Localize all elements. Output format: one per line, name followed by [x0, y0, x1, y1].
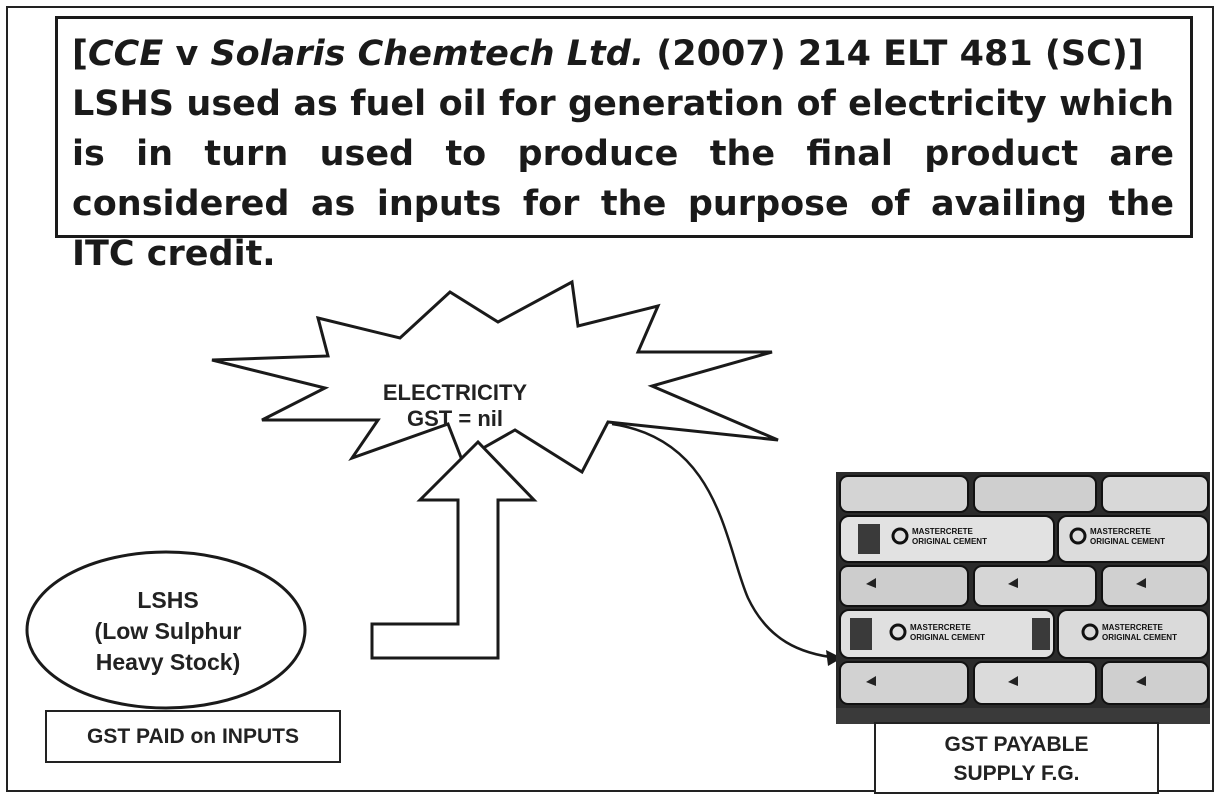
- supply-fg-label: SUPPLY F.G.: [876, 759, 1157, 788]
- lshs-subtitle-2: Heavy Stock): [58, 647, 278, 678]
- bag-brand-text-8: ORIGINAL CEMENT: [1102, 633, 1177, 642]
- bag-brand-text-1: MASTERCRETE: [912, 527, 974, 536]
- bag-brand-text-7: MASTERCRETE: [1102, 623, 1164, 632]
- gst-payable-label: GST PAYABLE: [876, 730, 1157, 759]
- lshs-label: LSHS (Low Sulphur Heavy Stock): [58, 585, 278, 678]
- electricity-starburst: [212, 282, 778, 472]
- bag-brand-text-5: MASTERCRETE: [910, 623, 972, 632]
- electricity-to-goods-arrow: [612, 424, 838, 658]
- gst-paid-on-inputs-box: GST PAID on INPUTS: [45, 710, 341, 763]
- electricity-gst: GST = nil: [370, 406, 540, 432]
- lshs-subtitle-1: (Low Sulphur: [58, 616, 278, 647]
- bag-brand-text-2: ORIGINAL CEMENT: [912, 537, 987, 546]
- lshs-title: LSHS: [58, 585, 278, 616]
- electricity-title: ELECTRICITY: [370, 380, 540, 406]
- bag-brand-text-4: ORIGINAL CEMENT: [1090, 537, 1165, 546]
- lshs-to-electricity-arrow: [372, 442, 534, 658]
- electricity-label: ELECTRICITY GST = nil: [370, 380, 540, 432]
- bag-brand-text-6: ORIGINAL CEMENT: [910, 633, 985, 642]
- gst-payable-box: GST PAYABLE SUPPLY F.G.: [874, 722, 1159, 794]
- cement-bags-illustration: MASTERCRETE ORIGINAL CEMENT MASTERCRETE …: [836, 472, 1210, 724]
- bag-brand-text-3: MASTERCRETE: [1090, 527, 1152, 536]
- cement-bags-image: MASTERCRETE ORIGINAL CEMENT MASTERCRETE …: [836, 472, 1210, 724]
